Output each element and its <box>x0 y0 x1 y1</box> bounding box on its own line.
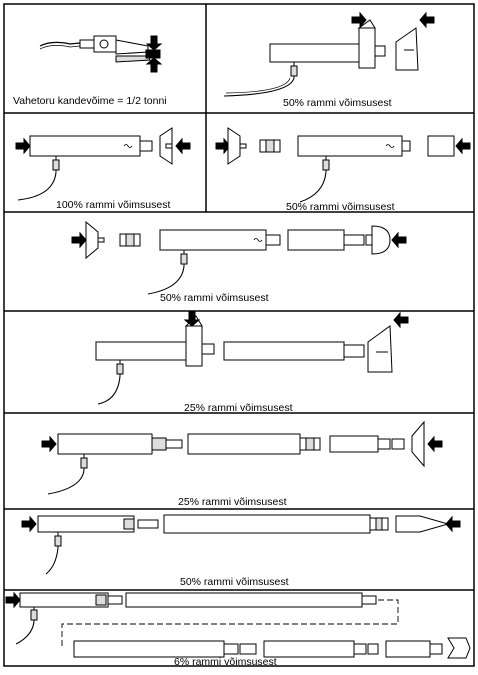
panel-8-caption: 50% rammi võimsusest <box>180 576 289 588</box>
panel-9-caption: 6% rammi võimsusest <box>174 656 277 668</box>
panel-2-caption: 50% rammi võimsusest <box>283 97 392 109</box>
panel-1-caption: Vahetoru kandevõime = 1/2 tonni <box>13 95 167 107</box>
panel-5-caption: 50% rammi võimsusest <box>160 292 269 304</box>
panel-4-diagram <box>215 127 471 203</box>
panel-8-diagram <box>21 514 461 575</box>
panel-2-diagram <box>223 12 435 97</box>
panel-7-diagram <box>41 420 443 495</box>
panel-1-diagram <box>39 35 162 73</box>
panel-6-caption: 25% rammi võimsusest <box>184 402 293 414</box>
panel-9-diagram <box>5 592 471 659</box>
panel-3-caption: 100% rammi võimsusest <box>56 199 170 211</box>
panel-5-diagram <box>71 220 407 295</box>
panel-6-diagram <box>95 311 409 405</box>
panel-grid <box>3 3 475 667</box>
panel-3-diagram <box>15 127 191 201</box>
panel-7-caption: 25% rammi võimsusest <box>178 496 287 508</box>
panel-4-caption: 50% rammi võimsusest <box>286 201 395 213</box>
